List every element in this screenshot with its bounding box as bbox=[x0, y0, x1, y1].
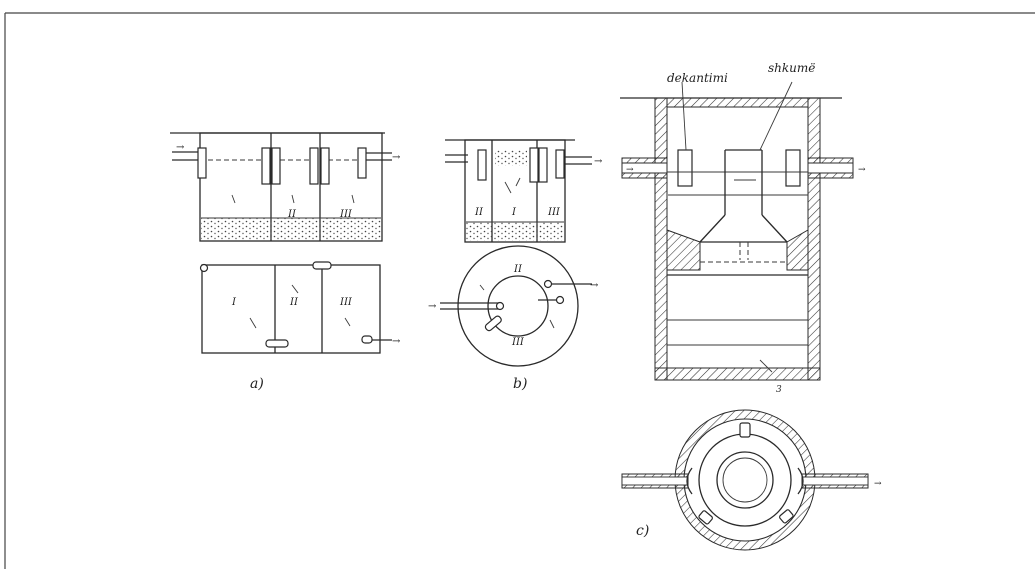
panel-c-section: → → bbox=[620, 81, 866, 381]
a-plan-label-1: I bbox=[231, 297, 237, 308]
panel-a-label: a) bbox=[250, 376, 264, 392]
panel-c-label: c) bbox=[636, 523, 649, 539]
a-plan-label-2: II bbox=[289, 297, 299, 308]
b-plan-label-3: III bbox=[511, 337, 525, 348]
panel-c-plan: → bbox=[621, 409, 882, 551]
svg-text:→: → bbox=[176, 142, 185, 153]
panel-b-section: → II I III bbox=[445, 139, 603, 243]
label-shkume: shkumë bbox=[768, 61, 815, 75]
b-plan-label-2: II bbox=[513, 264, 523, 275]
panel-b-label: b) bbox=[513, 376, 527, 392]
svg-text:→: → bbox=[626, 165, 634, 175]
svg-text:→: → bbox=[392, 152, 401, 163]
label-dekantimi: dekantimi bbox=[667, 71, 728, 85]
b-top-label-3: III bbox=[547, 207, 561, 218]
a-top-label-3: III bbox=[339, 209, 353, 220]
panel-a-section: → → II III bbox=[170, 132, 401, 242]
svg-text:→: → bbox=[590, 280, 599, 291]
svg-text:→: → bbox=[428, 301, 437, 312]
svg-text:→: → bbox=[874, 479, 882, 489]
svg-text:→: → bbox=[594, 156, 603, 167]
svg-text:→: → bbox=[392, 336, 401, 347]
svg-text:→: → bbox=[858, 165, 866, 175]
label-number-3: 3 bbox=[776, 385, 782, 395]
a-plan-label-3: III bbox=[339, 297, 353, 308]
b-top-label-1: I bbox=[511, 207, 517, 218]
panel-b-plan: → → II III bbox=[428, 245, 599, 367]
b-top-label-2: II bbox=[474, 207, 484, 218]
panel-a-plan: → I II III bbox=[199, 261, 401, 354]
a-top-label-2: II bbox=[287, 209, 297, 220]
